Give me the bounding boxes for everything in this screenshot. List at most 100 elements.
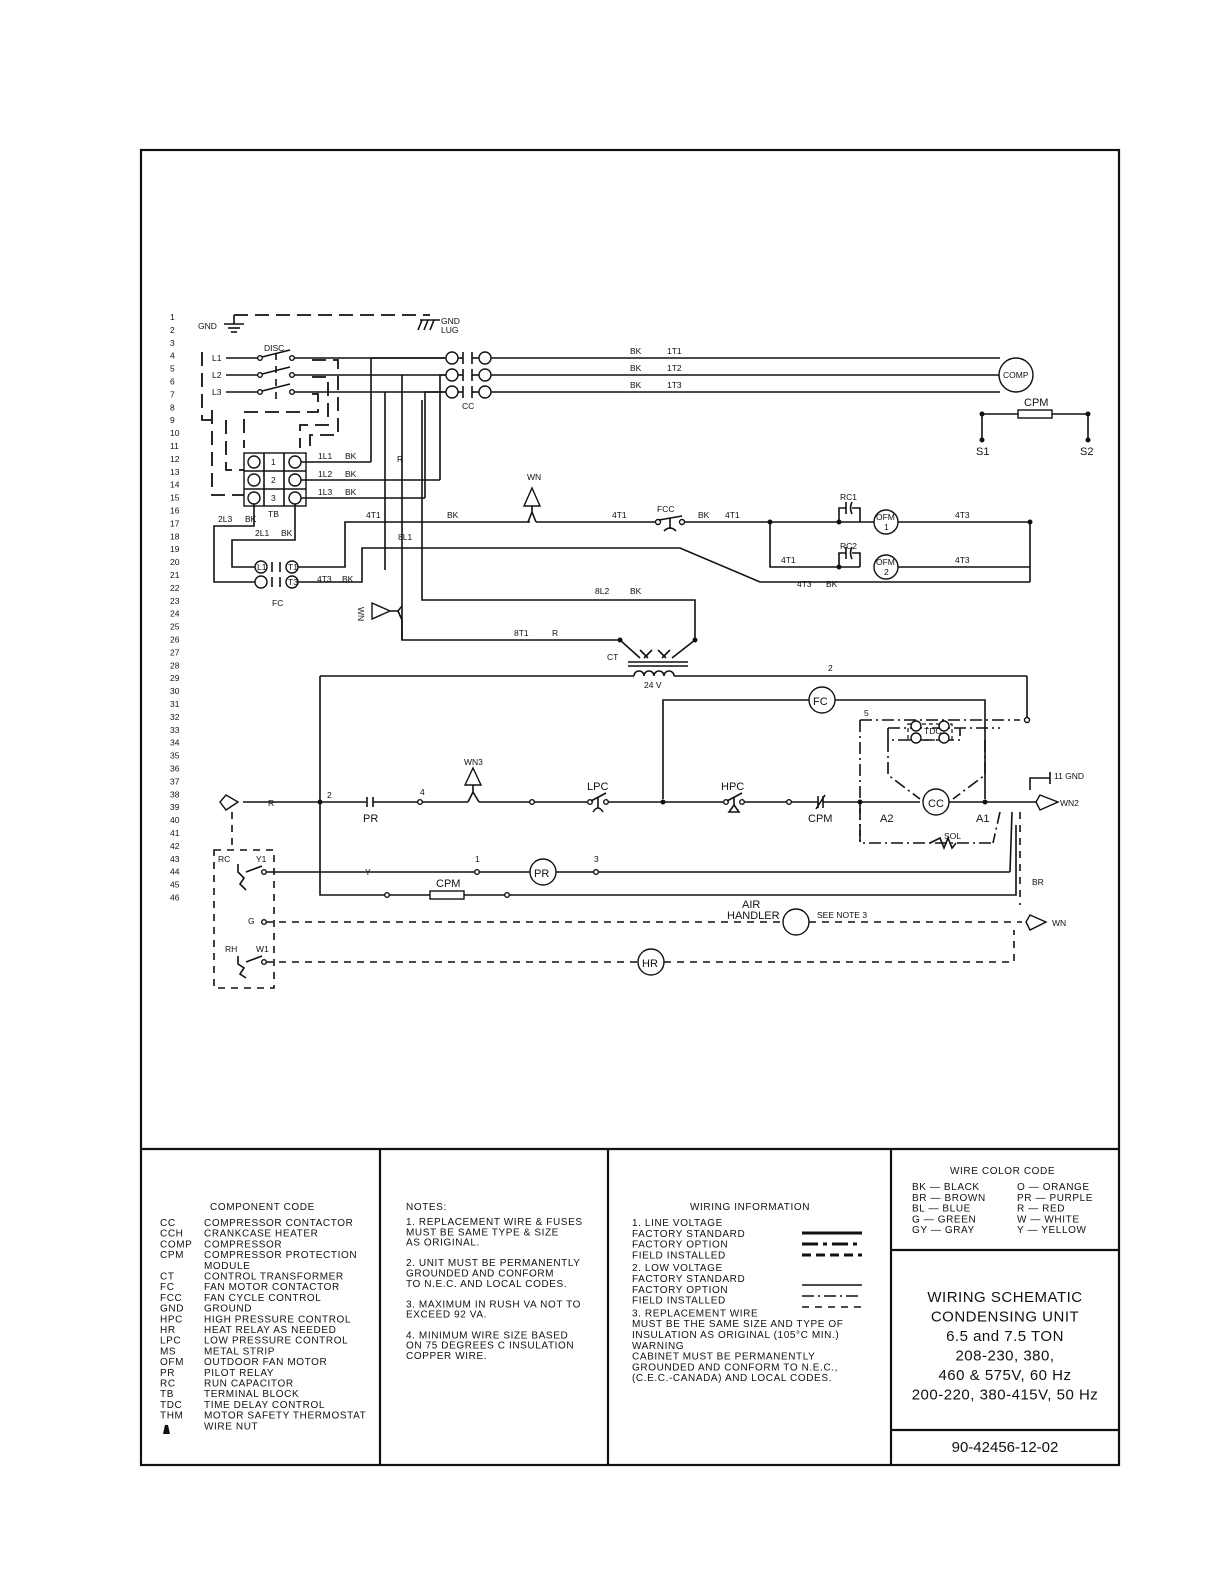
svg-text:4: 4 — [420, 787, 425, 797]
svg-text:4T1: 4T1 — [366, 510, 381, 520]
disconnect-switch: DISC L1 L2 L3 — [201, 343, 445, 496]
component-code-desc: OUTDOOR FAN MOTOR — [204, 1357, 327, 1368]
row-number: 21 — [170, 570, 180, 580]
component-code-abbr: PR — [160, 1368, 175, 1379]
svg-text:GND: GND — [198, 321, 217, 331]
component-code-desc: FAN CYCLE CONTROL — [204, 1293, 321, 1304]
note-line: AS ORIGINAL. — [406, 1238, 480, 1249]
svg-text:BK: BK — [698, 510, 710, 520]
wiring-info-line: FIELD INSTALLED — [632, 1250, 726, 1261]
note-line: ON 75 DEGREES C INSULATION — [406, 1341, 574, 1352]
row-number: 46 — [170, 893, 180, 903]
thermostat: RC Y1 G RH W1 — [213, 812, 275, 989]
wiring-info-line: FACTORY STANDARD — [632, 1229, 745, 1240]
svg-text:G: G — [248, 916, 255, 926]
svg-text:2: 2 — [828, 663, 833, 673]
svg-text:R: R — [397, 454, 403, 464]
row-number: 42 — [170, 841, 180, 851]
svg-text:RC2: RC2 — [840, 541, 857, 551]
document-number: 90-42456-12-02 — [952, 1439, 1059, 1456]
row-number: 5 — [170, 364, 175, 374]
wire-nut-icon — [163, 1425, 170, 1434]
row-number: 7 — [170, 389, 175, 399]
component-code-abbr: CC — [160, 1218, 176, 1229]
svg-text:BK: BK — [345, 487, 357, 497]
row-number: 22 — [170, 583, 180, 593]
row-number: 3 — [170, 338, 175, 348]
wire-color-entry: GY — GRAY — [912, 1225, 975, 1236]
svg-text:CPM: CPM — [1024, 397, 1048, 409]
svg-text:LUG: LUG — [441, 325, 458, 335]
svg-text:4T1: 4T1 — [612, 510, 627, 520]
compressor-motor — [998, 357, 1034, 393]
control-transformer: WN 8T1 R CT 24 V 2 — [320, 601, 1027, 690]
row-number: 30 — [170, 686, 180, 696]
svg-text:RH: RH — [225, 944, 237, 954]
wiring-info-line: CABINET MUST BE PERMANENTLY — [632, 1352, 815, 1363]
row-number: 27 — [170, 647, 180, 657]
wire-color-entry: BR — BROWN — [912, 1193, 986, 1204]
sheet-border — [139, 148, 1121, 1467]
wire-color-entry: W — WHITE — [1017, 1214, 1080, 1225]
svg-text:CT: CT — [607, 652, 618, 662]
title-line: 6.5 and 7.5 TON — [946, 1328, 1064, 1345]
row-number: 35 — [170, 751, 180, 761]
component-code-desc: CRANKCASE HEATER — [204, 1229, 318, 1240]
svg-text:R: R — [268, 798, 274, 808]
svg-text:4T3: 4T3 — [797, 579, 812, 589]
row-number: 32 — [170, 712, 180, 722]
title-line: WIRING SCHEMATIC — [927, 1289, 1082, 1306]
svg-text:L1: L1 — [257, 562, 267, 572]
svg-text:RC1: RC1 — [840, 492, 857, 502]
component-code-abbr: TDC — [160, 1400, 182, 1411]
svg-text:1: 1 — [271, 457, 276, 467]
row-number: 13 — [170, 467, 180, 477]
svg-text:3: 3 — [594, 854, 599, 864]
svg-text:TB: TB — [268, 509, 279, 519]
component-code-desc: CONTROL TRANSFORMER — [204, 1272, 344, 1283]
wiring-info-line: WARNING — [632, 1341, 684, 1352]
svg-text:NOTES:: NOTES: — [406, 1202, 447, 1213]
title-line: 200-220, 380-415V, 50 Hz — [912, 1387, 1099, 1404]
row-number: 19 — [170, 544, 180, 554]
component-code-desc: COMPRESSOR — [204, 1239, 282, 1250]
wire-color-entry: Y — YELLOW — [1017, 1225, 1087, 1236]
svg-text:8T1: 8T1 — [514, 628, 529, 638]
row-number: 14 — [170, 480, 180, 490]
component-code-abbr: TB — [160, 1389, 174, 1400]
note-line: EXCEED 92 VA. — [406, 1310, 487, 1321]
wire-color-entry: O — ORANGE — [1017, 1182, 1090, 1193]
svg-text:WN: WN — [527, 472, 541, 482]
svg-text:SOL: SOL — [944, 831, 961, 841]
component-code-desc: LOW PRESSURE CONTROL — [204, 1336, 348, 1347]
control-circuit: FC 5 TDC R 2 PR 4 WN3 LPC — [219, 676, 1084, 905]
component-code-desc: COMPRESSOR PROTECTION — [204, 1250, 357, 1261]
component-code-desc: FAN MOTOR CONTACTOR — [204, 1282, 340, 1293]
svg-text:A2: A2 — [880, 813, 893, 825]
svg-text:5: 5 — [864, 708, 869, 718]
component-code-abbr: GND — [160, 1304, 184, 1315]
svg-text:W1: W1 — [256, 944, 269, 954]
component-code-abbr: CCH — [160, 1229, 183, 1240]
row-number: 44 — [170, 867, 180, 877]
svg-text:OFM: OFM — [876, 557, 895, 567]
row-number: 17 — [170, 518, 180, 528]
svg-text:1T3: 1T3 — [667, 380, 682, 390]
wiring-info-line: (C.E.C.-CANADA) AND LOCAL CODES. — [632, 1373, 832, 1384]
svg-text:2: 2 — [271, 475, 276, 485]
wiring-info-line: 3. REPLACEMENT WIRE — [632, 1308, 758, 1319]
row-number: 29 — [170, 673, 180, 683]
row-number: 41 — [170, 828, 180, 838]
air-handler: AIR HANDLER SEE NOTE 3 WN HR — [266, 899, 1066, 976]
note-line: GROUNDED AND CONFORM — [406, 1269, 554, 1280]
svg-text:S2: S2 — [1080, 446, 1093, 458]
svg-text:L3: L3 — [212, 387, 222, 397]
svg-text:4T3: 4T3 — [955, 555, 970, 565]
row-number: 10 — [170, 428, 180, 438]
wiring-info-line: FACTORY OPTION — [632, 1240, 728, 1251]
note-line: 2. UNIT MUST BE PERMANENTLY — [406, 1258, 581, 1269]
